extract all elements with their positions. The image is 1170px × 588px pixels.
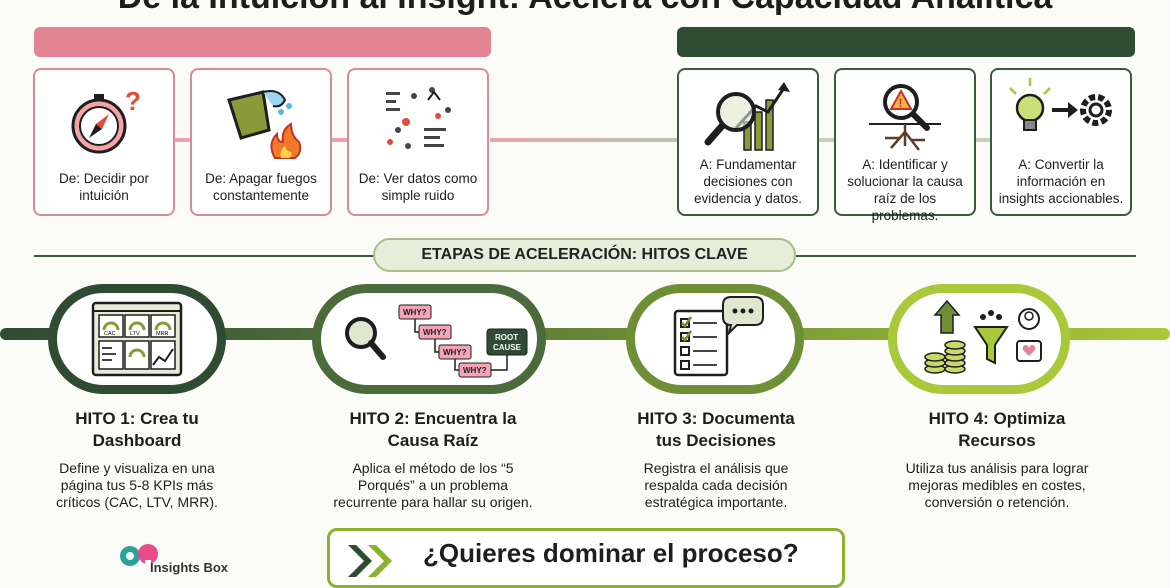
coins-funnel-icon [924, 299, 1042, 374]
from-card-intuition: ? De: Decidir por intuición [33, 68, 175, 216]
svg-text:!: ! [899, 96, 903, 110]
hito-desc-line: Define y visualiza en una [59, 460, 215, 476]
hito-desc-line: recurrente para hallar su origen. [333, 494, 533, 510]
hito-2-title: HITO 2: Encuentra la Causa Raíz [313, 408, 553, 452]
dashboard-gauge-label: LTV [130, 331, 140, 337]
root-cause-label: ROOT [495, 333, 518, 342]
from-card-noise: De: Ver datos como simple ruido [347, 68, 489, 216]
hito-title-line: HITO 2: Encuentra la [349, 409, 517, 428]
hito-title-line: HITO 3: Documenta [637, 409, 795, 428]
card-connector [817, 138, 835, 142]
from-card-label: De: Apagar fuegos constantemente [205, 171, 317, 203]
root-cause-label: CAUSE [493, 343, 522, 352]
to-card-insights: A: Convertir la información en insights … [990, 68, 1132, 216]
hito-title-line: HITO 4: Optimiza [928, 409, 1066, 428]
to-card-label: A: Identificar y solucionar la causa raí… [847, 157, 963, 223]
hito-desc-line: Porqués” a un problema [357, 477, 509, 493]
hito-desc-line: Utiliza tus análisis para lograr [905, 460, 1089, 476]
hito-4-title: HITO 4: Optimiza Recursos [877, 408, 1117, 452]
hito-2-description: Aplica el método de los “5 Porqués” a un… [313, 460, 553, 511]
hito-title-line: Causa Raíz [387, 431, 479, 450]
hito-title-line: Recursos [958, 431, 1036, 450]
hito-2-icon-pill: WHY? WHY? WHY? WHY? ROOT CAUSE [312, 284, 546, 394]
dashboard-gauge-label: CAC [104, 331, 116, 337]
hito-desc-line: estratégica importante. [644, 494, 788, 510]
magnifier-chart-icon [704, 82, 790, 151]
hito-1-icon-pill: CAC LTV MRR [48, 284, 226, 394]
hito-desc-line: críticos (CAC, LTV, MRR). [56, 494, 218, 510]
cta-text[interactable]: ¿Quieres dominar el proceso? [423, 538, 799, 568]
from-card-label: De: Ver datos como simple ruido [358, 171, 478, 203]
hito-desc-line: mejoras medibles en costes, [908, 477, 1086, 493]
from-to-connector [490, 138, 678, 142]
double-chevron-icon [348, 545, 392, 577]
divider-right [796, 255, 1136, 257]
hito-3-icon-pill [626, 284, 804, 394]
five-whys-icon: WHY? WHY? WHY? WHY? ROOT CAUSE [345, 304, 528, 378]
hito-desc-line: Registra el análisis que [643, 460, 789, 476]
svg-text:?: ? [125, 86, 141, 116]
checklist-chat-icon [673, 296, 764, 377]
root-cause-icon: ! [869, 84, 941, 151]
card-connector [332, 138, 348, 142]
from-card-firefighting: De: Apagar fuegos constantemente [190, 68, 332, 216]
bucket-fire-icon [227, 90, 302, 159]
hito-title-line: tus Decisiones [656, 431, 776, 450]
scattered-data-icon [386, 87, 451, 149]
divider-left [34, 255, 374, 257]
hito-3-title: HITO 3: Documenta tus Decisiones [596, 408, 836, 452]
why-label: WHY? [423, 328, 447, 337]
hito-3-description: Registra el análisis que respalda cada d… [596, 460, 836, 511]
card-connector [170, 138, 192, 142]
stages-heading: ETAPAS DE ACELERACIÓN: HITOS CLAVE [373, 238, 796, 272]
bulb-gear-icon [1009, 78, 1112, 131]
to-card-label: A: Fundamentar decisiones con evidencia … [693, 157, 803, 206]
hito-title-line: Dashboard [92, 431, 182, 450]
compass-question-icon: ? [71, 86, 141, 154]
to-card-root-cause: ! A: Identificar y solucionar la causa r… [834, 68, 976, 223]
why-label: WHY? [443, 348, 467, 357]
why-label: WHY? [463, 366, 487, 375]
to-card-evidence: A: Fundamentar decisiones con evidencia … [677, 68, 819, 216]
hito-4-icon-pill [888, 284, 1070, 394]
hito-1-description: Define y visualiza en una página tus 5-8… [17, 460, 257, 511]
hito-title-line: HITO 1: Crea tu [75, 409, 199, 428]
hito-desc-line: respalda cada decisión [644, 477, 788, 493]
brand-name: Insights Box [150, 560, 229, 575]
hito-1-title: HITO 1: Crea tu Dashboard [17, 408, 257, 452]
brand-logo-icon [120, 544, 158, 566]
card-connector [975, 138, 991, 142]
hito-desc-line: Aplica el método de los “5 [352, 460, 514, 476]
page-title: De la Intuición al Insight: Acelera con … [0, 0, 1170, 17]
to-header-bar [677, 27, 1135, 57]
dashboard-icon: CAC LTV MRR [91, 301, 183, 377]
dashboard-gauge-label: MRR [156, 331, 169, 337]
hito-desc-line: página tus 5-8 KPIs más [60, 477, 214, 493]
from-card-label: De: Decidir por intuición [58, 171, 150, 203]
to-card-label: A: Convertir la información en insights … [998, 157, 1124, 206]
why-label: WHY? [403, 308, 427, 317]
hito-desc-line: conversión o retención. [924, 494, 1070, 510]
hito-4-description: Utiliza tus análisis para lograr mejoras… [877, 460, 1117, 511]
from-header-bar [34, 27, 491, 57]
